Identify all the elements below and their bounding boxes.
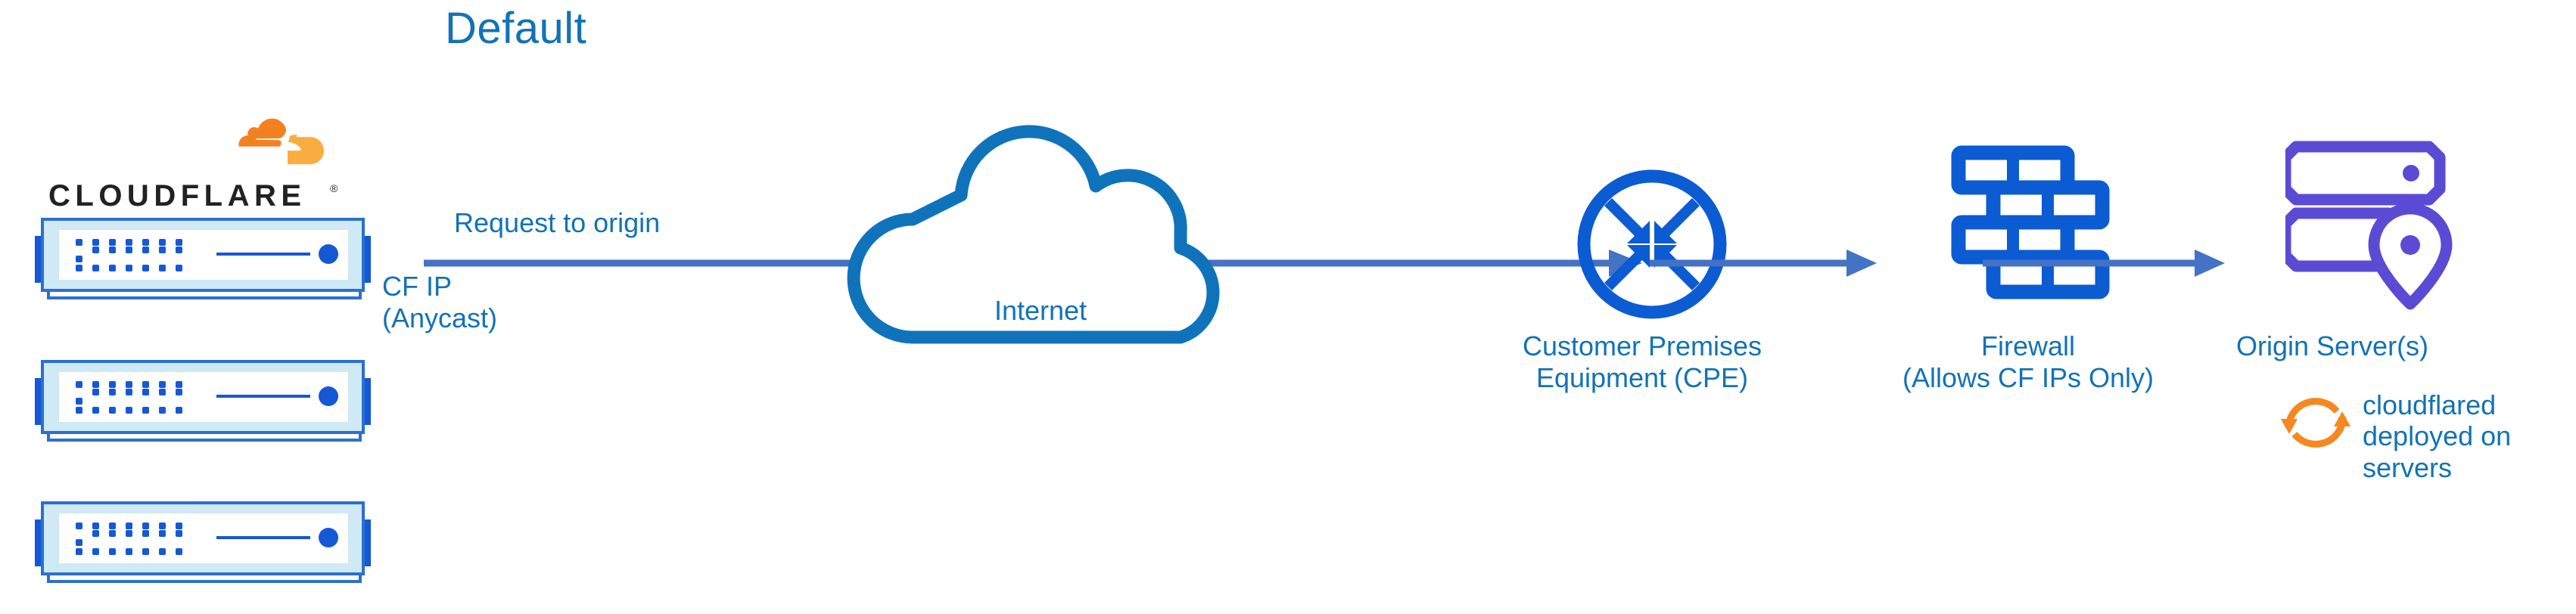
- server-rack-location-pin-icon: [2279, 135, 2463, 312]
- firewall-label: Firewall (Allows CF IPs Only): [1902, 330, 2154, 394]
- cpe-label: Customer Premises Equipment (CPE): [1522, 330, 1762, 394]
- server-appliance-icon: [29, 213, 377, 307]
- internet-label: Internet: [994, 295, 1087, 326]
- connector-firewall-to-origin: [1983, 240, 2225, 286]
- cloudflare-cloud-logo-icon: [182, 98, 325, 181]
- cloudflared-note-label: cloudflared deployed on servers: [2363, 389, 2512, 483]
- brick-wall-icon: [1951, 144, 2110, 302]
- page-title: Default: [445, 4, 587, 53]
- cf-ip-anycast-label: CF IP (Anycast): [382, 271, 498, 334]
- server-appliance-icon: [29, 497, 377, 591]
- registered-trademark-symbol: ®: [330, 182, 338, 194]
- cloudflare-wordmark-text: CLOUDFLARE: [48, 179, 306, 212]
- sync-arrows-icon: [2278, 384, 2354, 460]
- cloud-outline-icon: [817, 97, 1286, 346]
- router-converging-arrows-icon: [1573, 165, 1731, 324]
- server-appliance-icon: [29, 355, 377, 449]
- origin-server-label: Origin Server(s): [2236, 330, 2429, 361]
- cloudflare-wordmark: CLOUDFLARE ®: [48, 178, 351, 212]
- request-to-origin-label: Request to origin: [454, 207, 661, 238]
- connector-cpe-to-firewall: [1650, 240, 1877, 286]
